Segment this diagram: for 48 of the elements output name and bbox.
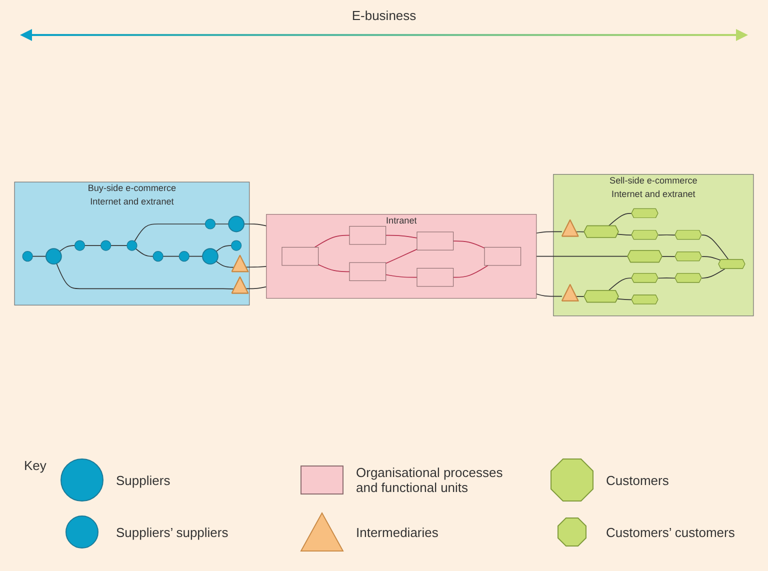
connector	[606, 213, 632, 228]
legend-label: Suppliers’ suppliers	[116, 524, 228, 540]
connector	[701, 268, 726, 279]
connector	[658, 234, 676, 236]
node-box	[349, 226, 386, 245]
connector	[385, 248, 418, 264]
node-box	[416, 232, 454, 250]
connector	[134, 224, 206, 242]
legend-label: Suppliers	[116, 472, 170, 488]
connector	[110, 245, 128, 246]
legend-title: Key	[24, 458, 46, 473]
connector	[536, 231, 562, 234]
cluster: Intranet	[266, 214, 537, 299]
node-circle	[202, 248, 218, 265]
node-box	[349, 262, 386, 282]
legend-label: Intermediaries	[356, 524, 438, 540]
connector	[606, 278, 632, 292]
connector	[452, 240, 485, 249]
connector	[536, 294, 562, 297]
connector	[658, 278, 676, 279]
node-circle	[204, 218, 216, 230]
cluster: Sell-side e-commerce Internet and extranet	[553, 174, 754, 316]
connector	[452, 265, 488, 278]
node-circle	[126, 240, 138, 251]
connector	[318, 264, 350, 272]
node-circle	[45, 248, 62, 265]
node-circle	[228, 216, 245, 232]
connector	[385, 234, 418, 238]
node-circle	[74, 240, 86, 251]
node-circle	[231, 240, 242, 251]
node-circle	[152, 251, 164, 262]
node-circle	[178, 251, 190, 262]
node-box	[282, 246, 319, 266]
node-circle	[100, 240, 112, 251]
node-circle	[22, 251, 33, 262]
legend-label: Customers	[606, 472, 669, 488]
connector	[84, 245, 102, 246]
connector	[385, 274, 418, 278]
connector	[314, 234, 350, 248]
legend-label: Customers’ customers	[606, 524, 735, 540]
connector	[135, 248, 154, 257]
connector	[701, 256, 722, 261]
connector	[701, 234, 730, 260]
legend-label: Organisational processes and functional units	[356, 465, 504, 495]
connector	[162, 256, 180, 257]
node-box	[484, 246, 522, 266]
node-box	[416, 268, 454, 287]
range-label: E-business	[350, 8, 418, 23]
